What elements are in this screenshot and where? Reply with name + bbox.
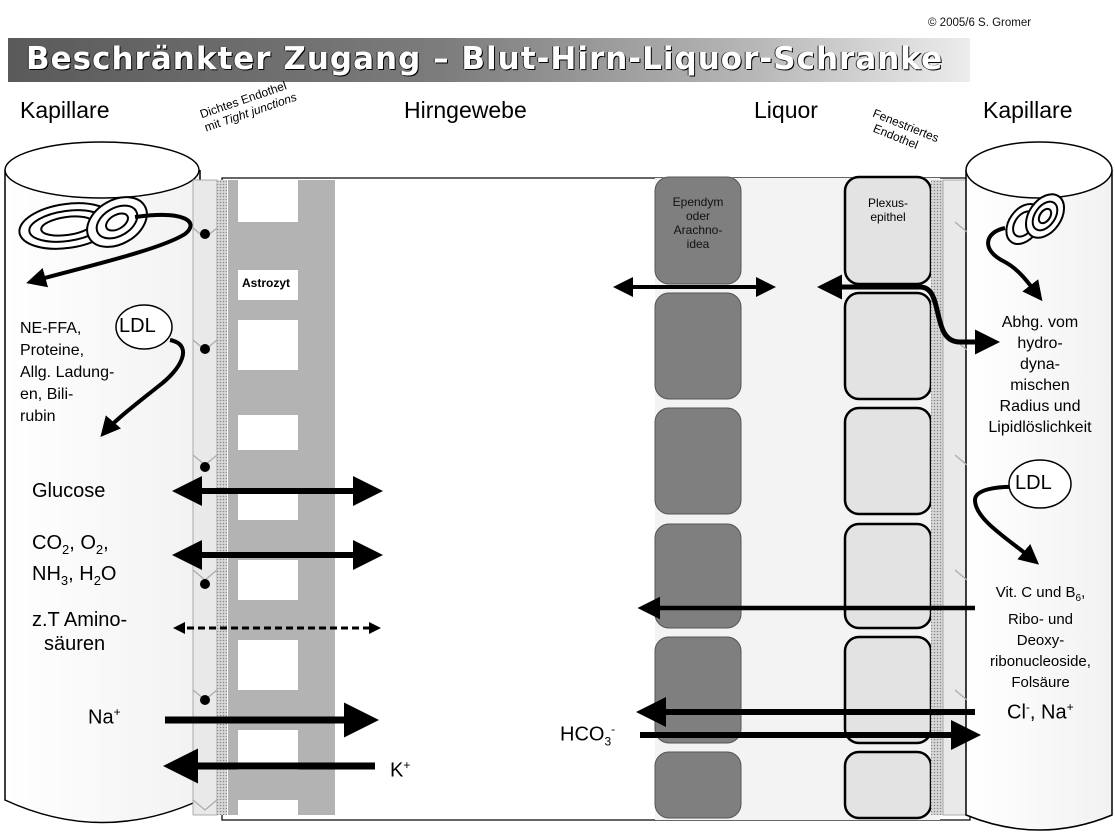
label-aminosaeuren: z.T Amino- säuren — [32, 608, 127, 656]
header-hirngewebe: Hirngewebe — [404, 97, 527, 124]
label-hco3: HCO3- — [560, 722, 615, 749]
label-k: K+ — [390, 758, 410, 783]
label-na-left: Na+ — [88, 705, 121, 730]
label-ldl-left: LDL — [119, 315, 156, 338]
endothel-strip-right — [943, 180, 967, 815]
header-kapillare-right: Kapillare — [983, 97, 1073, 124]
plexus-cells — [845, 177, 931, 818]
header-liquor: Liquor — [754, 97, 818, 124]
label-glucose: Glucose — [32, 480, 105, 503]
label-plexus-epithel: Plexus-epithel — [845, 196, 931, 224]
basal-membrane-right — [931, 180, 943, 815]
ependym-cells — [655, 177, 741, 818]
label-astrozyt: Astrozyt — [242, 276, 290, 290]
label-ldl-right: LDL — [1015, 472, 1052, 495]
label-cl-na: Cl-, Na+ — [1007, 700, 1074, 725]
label-co2-o2-nh3-h2o: CO2, O2, NH3, H2O — [32, 531, 116, 593]
label-ne-ffa: NE-FFA,Proteine, Allg. Ladung-en, Bili- … — [20, 318, 114, 428]
header-kapillare-left: Kapillare — [20, 97, 110, 124]
